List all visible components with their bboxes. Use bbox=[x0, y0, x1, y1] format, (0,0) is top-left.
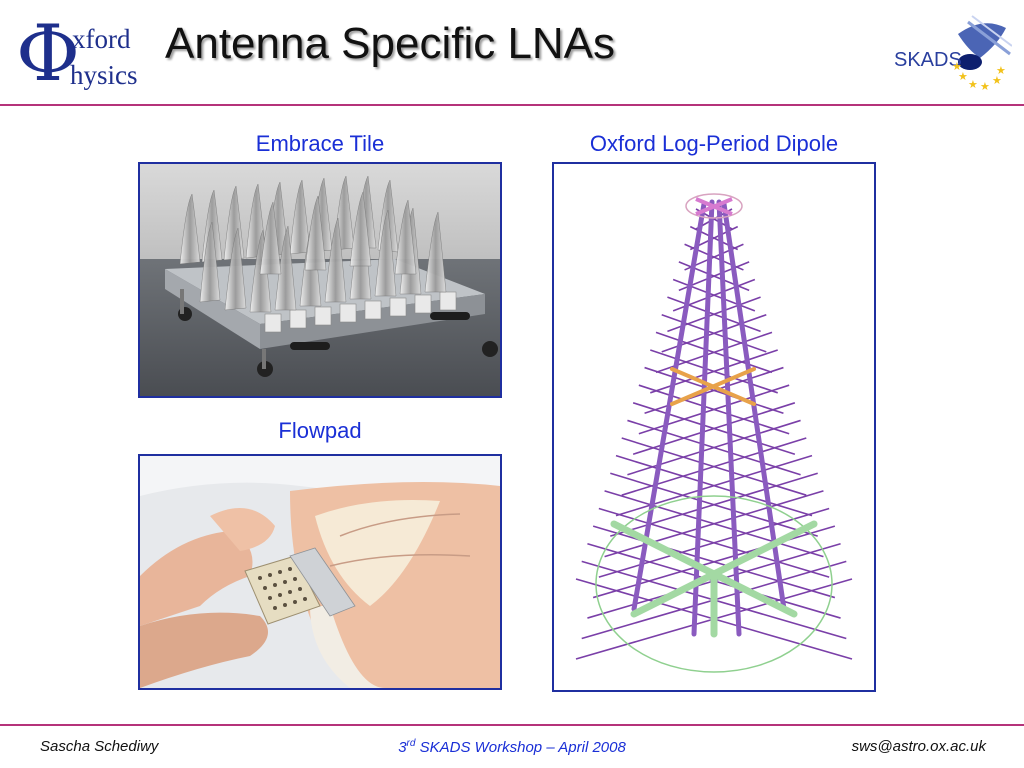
dipole-element bbox=[598, 507, 830, 578]
svg-text:★: ★ bbox=[980, 80, 990, 93]
skads-dish-shape bbox=[958, 23, 1006, 58]
svg-text:★: ★ bbox=[968, 78, 978, 91]
flowpad-illustration bbox=[140, 456, 500, 688]
footer-event: 3rd SKADS Workshop – April 2008 bbox=[382, 738, 642, 756]
oxford-logo-line1: xford bbox=[72, 24, 131, 54]
oxford-physics-logo-icon: Φ xford hysics bbox=[14, 9, 149, 99]
header-divider bbox=[0, 104, 1024, 106]
skads-dish-stripe bbox=[967, 20, 1011, 56]
footer-event-ordinal-suffix: rd bbox=[406, 738, 416, 749]
dipole-caption: Oxford Log-Period Dipole bbox=[589, 131, 839, 156]
footer-event-rest: SKADS Workshop – April 2008 bbox=[415, 739, 626, 756]
eu-stars-icon: ★★★ ★★★ bbox=[952, 60, 1006, 93]
dipole-element bbox=[604, 490, 824, 558]
embrace-tile-illustration bbox=[140, 164, 500, 396]
svg-text:★: ★ bbox=[992, 74, 1002, 87]
page-title: Antenna Specific LNAs bbox=[165, 19, 616, 68]
footer-event-ordinal: 3 bbox=[398, 739, 407, 756]
dipole-element bbox=[610, 472, 818, 537]
flowpad-caption: Flowpad bbox=[278, 418, 362, 443]
footer-email: sws@astro.ox.ac.uk bbox=[851, 738, 986, 755]
dipole-illustration bbox=[575, 193, 853, 673]
skads-logo-text: SKADS bbox=[894, 49, 962, 71]
svg-text:★: ★ bbox=[996, 64, 1006, 77]
embrace-tile-photo bbox=[138, 162, 502, 398]
footer-divider bbox=[0, 724, 1024, 726]
flowpad-photo bbox=[138, 454, 502, 690]
log-period-dipole-drawing bbox=[552, 162, 876, 692]
dipole-element bbox=[615, 454, 813, 517]
svg-text:★: ★ bbox=[958, 70, 968, 83]
embrace-tile-caption: Embrace Tile bbox=[255, 131, 385, 156]
footer-author: Sascha Schediwy bbox=[40, 738, 159, 755]
skads-globe bbox=[958, 54, 982, 70]
svg-text:★: ★ bbox=[952, 60, 962, 73]
skads-dish-stripe-2 bbox=[971, 15, 1013, 47]
skads-logo-icon: SKADS ★★★ ★★★ bbox=[888, 14, 1013, 96]
oxford-logo-line2: hysics bbox=[70, 60, 138, 90]
dipole-element bbox=[592, 525, 836, 599]
oxford-phi-glyph: Φ bbox=[16, 10, 80, 94]
